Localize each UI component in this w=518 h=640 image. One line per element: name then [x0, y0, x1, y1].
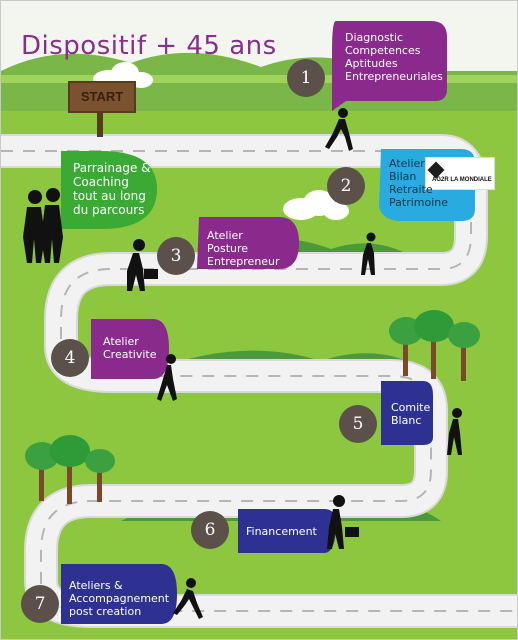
coaching-line: du parcours [73, 203, 145, 217]
step-3-line: Atelier [207, 229, 243, 242]
step-7-line: Accompagnement [69, 592, 170, 605]
businessman-briefcase-icon [127, 239, 158, 291]
step-1-line: Diagnostic [345, 31, 404, 44]
coaching-line: Coaching [73, 175, 129, 189]
step-5-line: Blanc [391, 414, 422, 427]
step-1-line: Aptitudes [345, 57, 398, 70]
coaching-line: Parrainage & [73, 161, 151, 175]
cloud-icon [283, 190, 349, 220]
two-men-icon [23, 188, 63, 263]
bubble-step-5 [381, 381, 433, 445]
bubble-step-1 [332, 21, 447, 111]
step-2-text: Atelier Bilan Retraite Patrimoine [389, 157, 448, 209]
step-6-text: Financement [246, 525, 317, 538]
step-number-6: 6 [191, 511, 229, 549]
bubble-step-7 [61, 564, 177, 624]
bubble-step-3 [197, 217, 299, 269]
walking-person-icon [447, 408, 462, 455]
step-4-text: Atelier Creativite [103, 335, 157, 361]
step-number-3: 3 [157, 237, 195, 275]
walking-person-icon [361, 232, 376, 275]
step-3-text: Atelier Posture Entrepreneur [207, 229, 280, 268]
step-2-line: Bilan [389, 170, 417, 183]
bubble-step-6 [238, 509, 336, 553]
page-title: Dispositif + 45 ans [21, 31, 277, 61]
step-number-5: 5 [339, 405, 377, 443]
bubble-coaching [61, 151, 157, 229]
coaching-text: Parrainage & Coaching tout au long du pa… [73, 161, 151, 217]
step-2-line: Atelier [389, 157, 425, 170]
signpost-icon [97, 109, 103, 137]
tree-icon [25, 435, 115, 504]
businessman-briefcase-icon [327, 495, 359, 549]
step-2-line: Retraite [389, 183, 433, 196]
step-3-line: Posture [207, 242, 249, 255]
step-4-line: Creativite [103, 348, 157, 361]
walking-person-icon [173, 578, 203, 619]
step-5-line: Comite [391, 401, 431, 414]
start-sign: START [68, 81, 136, 113]
step-4-line: Atelier [103, 335, 139, 348]
step-6-line: Financement [246, 525, 317, 538]
step-number-1: 1 [287, 59, 325, 97]
walking-person-icon [157, 354, 177, 401]
coaching-line: tout au long [73, 189, 146, 203]
bubble-step-4 [91, 319, 169, 379]
step-1-line: Competences [345, 44, 421, 57]
step-5-text: Comite Blanc [391, 401, 430, 427]
step-number-4: 4 [51, 339, 89, 377]
step-3-line: Entrepreneur [207, 255, 280, 268]
step-number-2: 2 [327, 167, 365, 205]
step-number-7: 7 [21, 585, 59, 623]
step-7-line: post creation [69, 605, 142, 618]
tree-icon [389, 310, 480, 381]
walking-person-icon [325, 108, 353, 151]
step-7-text: Ateliers & Accompagnement post creation [69, 579, 169, 618]
step-2-line: Patrimoine [389, 196, 449, 209]
step-1-line: Entrepreneuriales [345, 70, 443, 83]
step-7-line: Ateliers & [69, 579, 123, 592]
step-1-text: Diagnostic Competences Aptitudes Entrepr… [345, 31, 443, 83]
logo-text: AG2R LA MONDIALE [432, 177, 492, 183]
ag2r-logo: AG2R LA MONDIALE [425, 157, 495, 190]
